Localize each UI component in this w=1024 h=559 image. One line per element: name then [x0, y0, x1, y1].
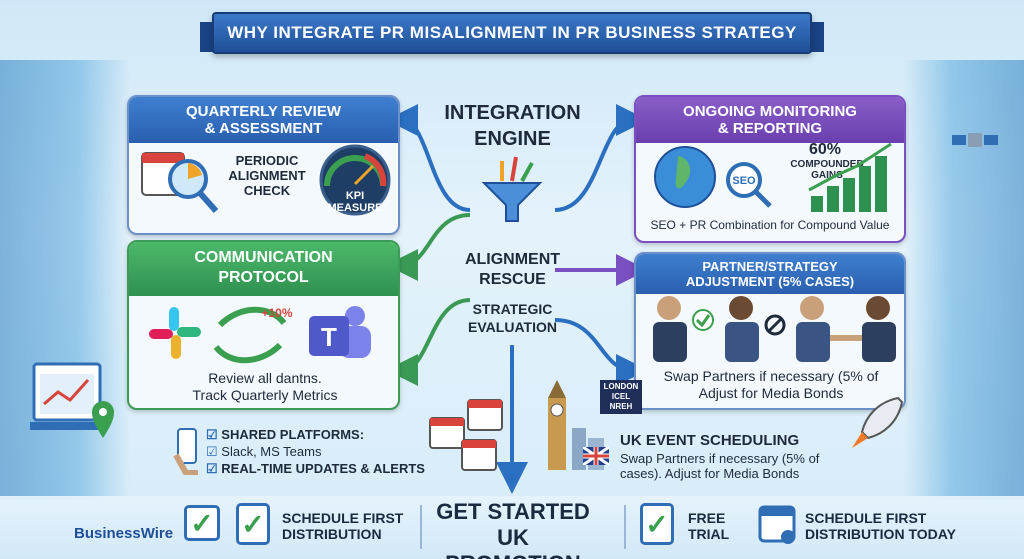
- communication-text: Review all dantns. Track Quarterly Metri…: [192, 370, 338, 403]
- clipboard-check-icon: ✓: [640, 503, 674, 545]
- compound-stat: 60%: [808, 141, 842, 158]
- check-icon: ☑: [206, 427, 222, 442]
- globe-icon: [650, 142, 720, 212]
- schedule-today-button[interactable]: SCHEDULE FIRST DISTRIBUTION TODAY: [805, 510, 956, 542]
- businesswire-logo: BusinessWire: [74, 525, 174, 542]
- kpi-gauge-icon: [315, 140, 395, 222]
- get-started-uk-promotion-button[interactable]: GET STARTED UK PROMOTION: [436, 499, 590, 559]
- divider: [420, 505, 422, 549]
- slack-icon: [145, 303, 205, 363]
- bottom-bar: [0, 496, 1024, 559]
- sync-arrows-icon: [210, 305, 290, 365]
- schedule-first-distribution-button[interactable]: SCHEDULE FIRST DISTRIBUTION: [282, 510, 404, 542]
- communication-protocol-title: COMMUNICATION PROTOCOL: [129, 242, 398, 296]
- uk-event-text: Swap Partners if necessary (5% of cases)…: [620, 451, 820, 481]
- partner-adjustment-title: PARTNER/STRATEGY ADJUSTMENT (5% CASES): [636, 254, 904, 294]
- handshake-people-icon: [645, 290, 765, 362]
- laptop-icon: [30, 360, 110, 450]
- quarterly-review-title: QUARTERLY REVIEW & ASSESSMENT: [129, 97, 398, 143]
- integration-engine-title: INTEGRATION ENGINE: [444, 102, 581, 150]
- svg-text:T: T: [321, 322, 337, 352]
- seo-magnifier-icon: [720, 160, 780, 210]
- partners-handshake-icon: [790, 290, 900, 362]
- calendar-icon: [758, 503, 798, 545]
- kpi-measure-label: KPI MEASURE: [327, 190, 383, 214]
- compound-stat-label: COMPOUNDED GAINS: [790, 159, 864, 181]
- page-title: WHY INTEGRATE PR MISALIGNMENT IN PR BUSI…: [200, 12, 824, 54]
- teams-icon: T: [305, 302, 375, 364]
- uk-flag-icon: [583, 447, 609, 465]
- right-city-background: [904, 60, 1024, 500]
- clipboard-check-icon: ✓: [236, 503, 270, 545]
- divider: [624, 505, 626, 549]
- swap-icon: [760, 310, 790, 340]
- partner-text: Swap Partners if necessary (5% of Adjust…: [663, 368, 879, 401]
- shared-platforms-list: ☑ SHARED PLATFORMS: ☑ Slack, MS Teams ☑ …: [206, 427, 425, 476]
- map-pin-icon: [90, 400, 116, 440]
- growth-bar-chart-icon: [805, 140, 900, 215]
- phone-hand-icon: [172, 425, 202, 475]
- rocket-icon: [848, 392, 908, 452]
- ongoing-monitoring-title: ONGOING MONITORING & REPORTING: [636, 97, 904, 143]
- seo-label: SEO: [732, 175, 756, 187]
- calendar-magnifier-icon: [140, 145, 220, 215]
- check-icon: ☑: [206, 461, 222, 476]
- uk-event-title: UK EVENT SCHEDULING: [620, 432, 800, 449]
- periodic-check-label: PERIODIC ALIGNMENT CHECK: [228, 153, 306, 198]
- alignment-rescue-title: ALIGNMENT RESCUE: [464, 251, 561, 288]
- london-sign: LONDON ICEL NREH: [600, 380, 642, 414]
- monitoring-caption: SEO + PR Combination for Compound Value: [650, 218, 890, 232]
- free-trial-button[interactable]: FREE TRIAL: [688, 510, 730, 542]
- check-icon: ✓: [184, 505, 220, 541]
- satellite-icon: [950, 115, 1000, 165]
- strategic-evaluation-title: STRATEGIC EVALUATION: [468, 301, 557, 335]
- check-icon: ☑: [206, 444, 222, 459]
- growth-badge: +10%: [261, 306, 293, 320]
- funnel-icon: [480, 155, 544, 225]
- calendar-stack-icon: [428, 398, 508, 472]
